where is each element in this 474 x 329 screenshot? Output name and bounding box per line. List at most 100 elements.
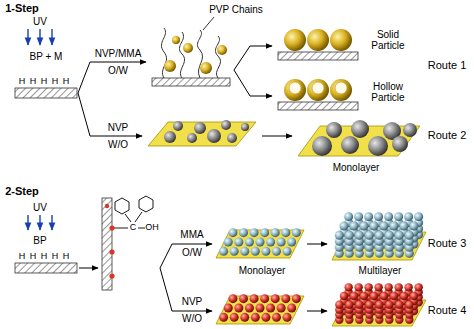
route-label: Route 4: [428, 305, 467, 317]
sphere: [266, 238, 275, 247]
art-polyline: [78, 62, 146, 93]
sphere: [239, 228, 248, 237]
sphere: [207, 129, 221, 143]
sphere: [380, 222, 389, 231]
route-label: Route 2: [428, 130, 467, 142]
solid-particles: [284, 29, 352, 51]
reagent-label: BP: [33, 236, 46, 247]
atom-label: H: [30, 77, 37, 86]
sphere: [341, 136, 359, 154]
art-circle: [200, 62, 212, 74]
sphere: [261, 247, 270, 256]
sphere: [283, 313, 292, 322]
product-label: Solid Particle: [364, 30, 412, 51]
sphere: [234, 238, 243, 247]
art-polyline: [160, 268, 212, 311]
art-circle: [109, 225, 114, 230]
sphere: [410, 222, 419, 231]
sphere: [360, 222, 369, 231]
sphere-layer: [335, 288, 423, 314]
atom-label: H: [30, 252, 37, 261]
art-circle: [289, 82, 301, 94]
atom-label: H: [41, 252, 48, 261]
sphere: [219, 247, 228, 256]
art-line: [51, 29, 52, 45]
pvp-chains: [161, 28, 220, 78]
layer-label: Multilayer: [359, 266, 402, 277]
art-polyline: [78, 93, 142, 136]
art-line: [138, 228, 145, 229]
route-label: Route 1: [428, 60, 467, 72]
arrow: [307, 311, 327, 312]
yellow-plane: [332, 300, 426, 326]
leader-line: [203, 17, 214, 30]
reagent-label: BP + M: [30, 52, 63, 63]
sphere-layer: [335, 212, 423, 240]
sphere: [345, 300, 353, 308]
condition-label: W/O: [182, 314, 202, 325]
sphere: [335, 231, 344, 240]
substrate: [15, 263, 77, 273]
sphere-layer: [219, 294, 301, 322]
art-path: [161, 28, 166, 78]
sphere: [219, 313, 228, 322]
art-circle: [164, 60, 176, 72]
sphere: [384, 283, 392, 291]
sphere: [227, 133, 237, 143]
sphere: [224, 238, 233, 247]
sphere: [240, 247, 249, 256]
arrow: [79, 268, 98, 269]
condition-label: O/W: [182, 248, 202, 259]
sphere: [400, 222, 409, 231]
sphere: [335, 300, 343, 308]
condition-label: NVP: [108, 123, 129, 134]
art-line: [51, 215, 52, 230]
sphere: [234, 304, 243, 313]
art-circle: [183, 43, 193, 53]
sphere: [230, 313, 239, 322]
sphere: [261, 313, 270, 322]
sphere: [340, 222, 349, 231]
sphere: [380, 292, 388, 300]
sphere: [250, 228, 259, 237]
sphere: [390, 222, 399, 231]
condition-label: MMA: [180, 230, 203, 241]
sphere: [187, 133, 197, 143]
callout-label: PVP Chains: [209, 5, 263, 16]
split-arrows: [234, 46, 272, 96]
sphere: [240, 313, 249, 322]
sphere: [384, 212, 393, 221]
sphere: [312, 136, 332, 156]
sphere: [260, 228, 269, 237]
sphere: [283, 247, 292, 256]
art-line: [125, 214, 131, 222]
sphere: [228, 294, 237, 303]
sphere: [414, 212, 423, 221]
atom-label: H: [19, 77, 26, 86]
sphere: [260, 294, 269, 303]
sphere: [392, 136, 408, 152]
sphere: [405, 231, 414, 240]
sphere: [344, 283, 352, 291]
art-path: [179, 32, 184, 78]
sphere: [277, 304, 286, 313]
sphere: [354, 283, 362, 291]
atom-label: H: [63, 252, 70, 261]
art-circle: [330, 79, 352, 101]
art-circle: [312, 82, 324, 94]
branch-arrows: [160, 244, 212, 311]
step-heading: 1-Step: [5, 3, 39, 15]
sphere: [230, 247, 239, 256]
sphere: [403, 123, 417, 137]
sphere: [360, 292, 368, 300]
art-line: [27, 215, 28, 230]
sphere: [239, 294, 248, 303]
sphere: [277, 238, 286, 247]
art-circle: [109, 273, 114, 278]
arrow: [307, 244, 327, 245]
sphere: [251, 313, 260, 322]
red-dots: [105, 204, 115, 279]
sphere: [370, 222, 379, 231]
art-polyline: [234, 70, 272, 96]
sphere: [194, 122, 206, 134]
